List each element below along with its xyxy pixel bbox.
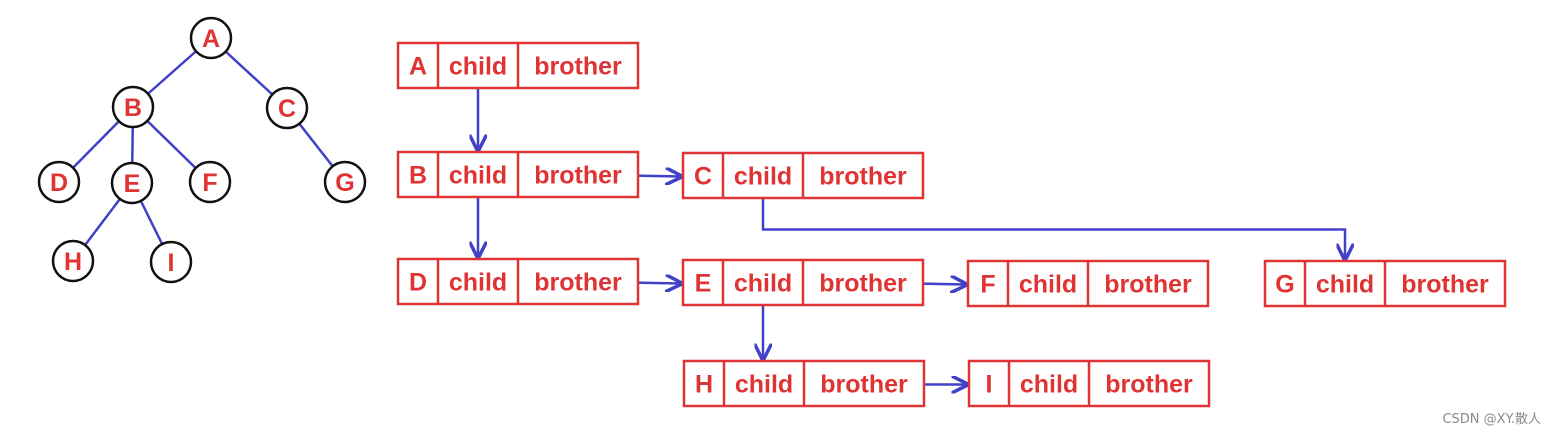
record-child-cell: child [734, 270, 792, 298]
tree-node-circle [323, 160, 367, 204]
record-name-cell: F [980, 271, 995, 299]
tree-node-circle [51, 239, 95, 283]
tree-node-e: E [110, 161, 154, 205]
tree-node-circle [265, 86, 309, 130]
record-child-cell: child [735, 371, 793, 399]
record-brother-cell: brother [1104, 271, 1192, 299]
tree-node-f: F [188, 160, 232, 204]
record-name-cell: E [695, 270, 712, 298]
tree-node-label: A [202, 25, 220, 53]
tree-node-d: D [37, 160, 81, 204]
tree-node-label: G [335, 169, 354, 197]
tree-node-circle [110, 161, 154, 205]
tree-node-a: A [189, 16, 233, 60]
tree-node-label: D [50, 169, 68, 197]
record-child-cell: child [449, 53, 507, 81]
watermark: CSDN @XY.散人 [1442, 412, 1541, 427]
record-links [478, 65, 1345, 385]
record-name-cell: G [1275, 271, 1294, 299]
record-name-cell: I [986, 371, 993, 399]
tree-node-label: I [168, 249, 175, 277]
record-name-cell: B [409, 162, 427, 190]
record-brother-cell: brother [819, 270, 907, 298]
tree-node-circle [189, 16, 233, 60]
record-brother-cell: brother [1105, 371, 1193, 399]
tree-node-g: G [323, 160, 367, 204]
record-brother-cell: brother [534, 53, 622, 81]
tree-node-circle [188, 160, 232, 204]
tree-node-label: H [64, 248, 82, 276]
record-name-cell: D [409, 269, 427, 297]
tree-node-circle [149, 240, 193, 284]
tree-nodes: A B C D E F G H I [37, 16, 367, 284]
record-name-cell: H [695, 371, 713, 399]
tree-node-b: B [111, 85, 155, 129]
tree-node-label: F [202, 169, 217, 197]
record-child-cell: child [1019, 271, 1077, 299]
child-pointer-c-g [761, 175, 1345, 260]
tree-node-circle [37, 160, 81, 204]
record-child-cell: child [449, 162, 507, 190]
record-brother-cell: brother [534, 269, 622, 297]
tree-node-i: I [149, 240, 193, 284]
tree-node-label: E [124, 170, 141, 198]
record-brother-cell: brother [819, 163, 907, 191]
tree-node-h: H [51, 239, 95, 283]
tree-node-circle [111, 85, 155, 129]
record-brother-cell: brother [1401, 271, 1489, 299]
record-name-cell: A [409, 53, 427, 81]
record-brother-cell: brother [820, 371, 908, 399]
tree-edges [58, 37, 346, 263]
tree-node-label: B [124, 94, 142, 122]
record-child-cell: child [1316, 271, 1374, 299]
record-brother-cell: brother [534, 162, 622, 190]
record-name-cell: C [694, 163, 712, 191]
tree-node-c: C [265, 86, 309, 130]
record-child-cell: child [734, 163, 792, 191]
tree-node-label: C [278, 95, 296, 123]
record-child-cell: child [449, 269, 507, 297]
record-child-cell: child [1020, 371, 1078, 399]
